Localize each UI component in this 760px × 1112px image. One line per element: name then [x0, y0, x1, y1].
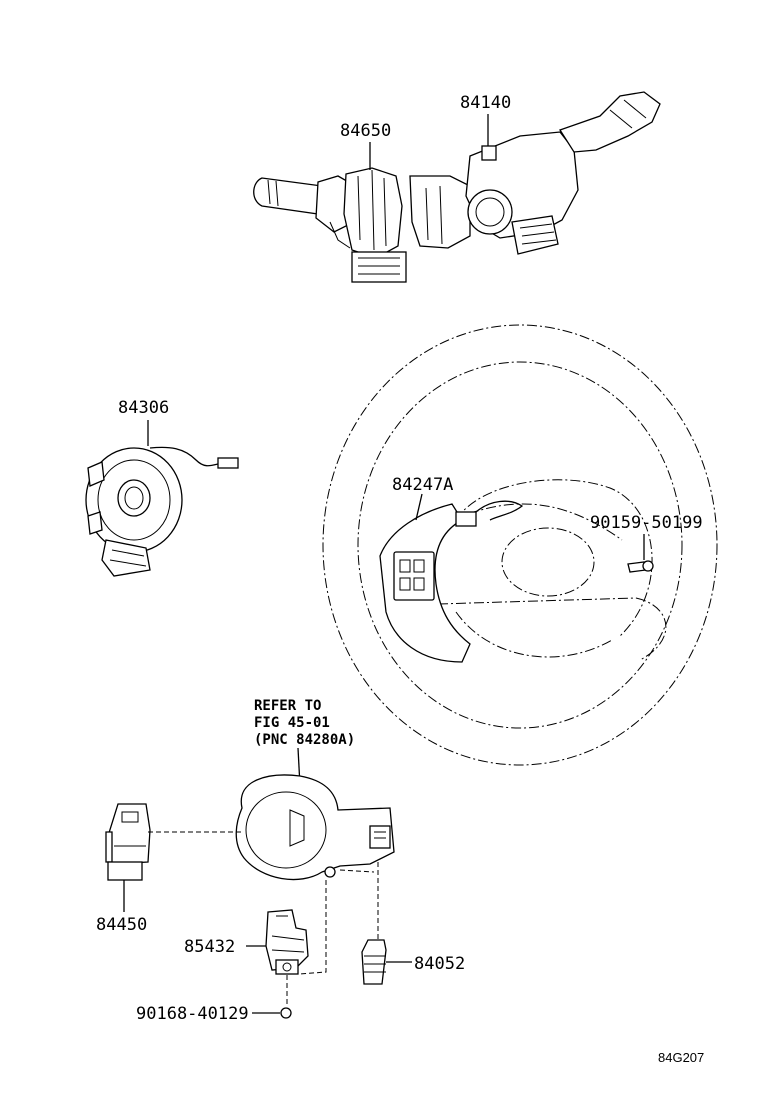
solenoid-85432[interactable] — [265, 909, 309, 975]
nut-90168-40129[interactable] — [280, 1007, 292, 1019]
label-84650: 84650 — [340, 121, 391, 141]
steering-pad-switch-84247A[interactable] — [379, 493, 524, 663]
label-84450: 84450 — [96, 915, 147, 935]
note-line-2: FIG 45-01 — [254, 715, 330, 731]
combination-switch-84650[interactable] — [253, 142, 407, 283]
steering-lock-housing — [235, 774, 395, 881]
figure-code: 84G207 — [658, 1050, 704, 1065]
note-line-3: (PNC 84280A) — [254, 732, 355, 748]
spiral-cable-84306[interactable] — [85, 446, 239, 577]
label-84306: 84306 — [118, 398, 169, 418]
combination-switch-84140[interactable] — [409, 91, 661, 255]
switch-84052[interactable] — [361, 939, 387, 985]
label-90168-40129: 90168-40129 — [136, 1004, 249, 1024]
label-84140: 84140 — [460, 93, 511, 113]
reference-note: REFER TO FIG 45-01 (PNC 84280A) — [254, 698, 355, 748]
screw-90159-50199[interactable] — [627, 560, 654, 573]
steering-wheel-outline — [322, 324, 718, 766]
label-90159-50199: 90159-50199 — [590, 513, 703, 533]
switch-84450[interactable] — [105, 803, 151, 881]
label-85432: 85432 — [184, 937, 235, 957]
label-84247A: 84247A — [392, 475, 453, 495]
label-84052: 84052 — [414, 954, 465, 974]
note-line-1: REFER TO — [254, 698, 321, 714]
